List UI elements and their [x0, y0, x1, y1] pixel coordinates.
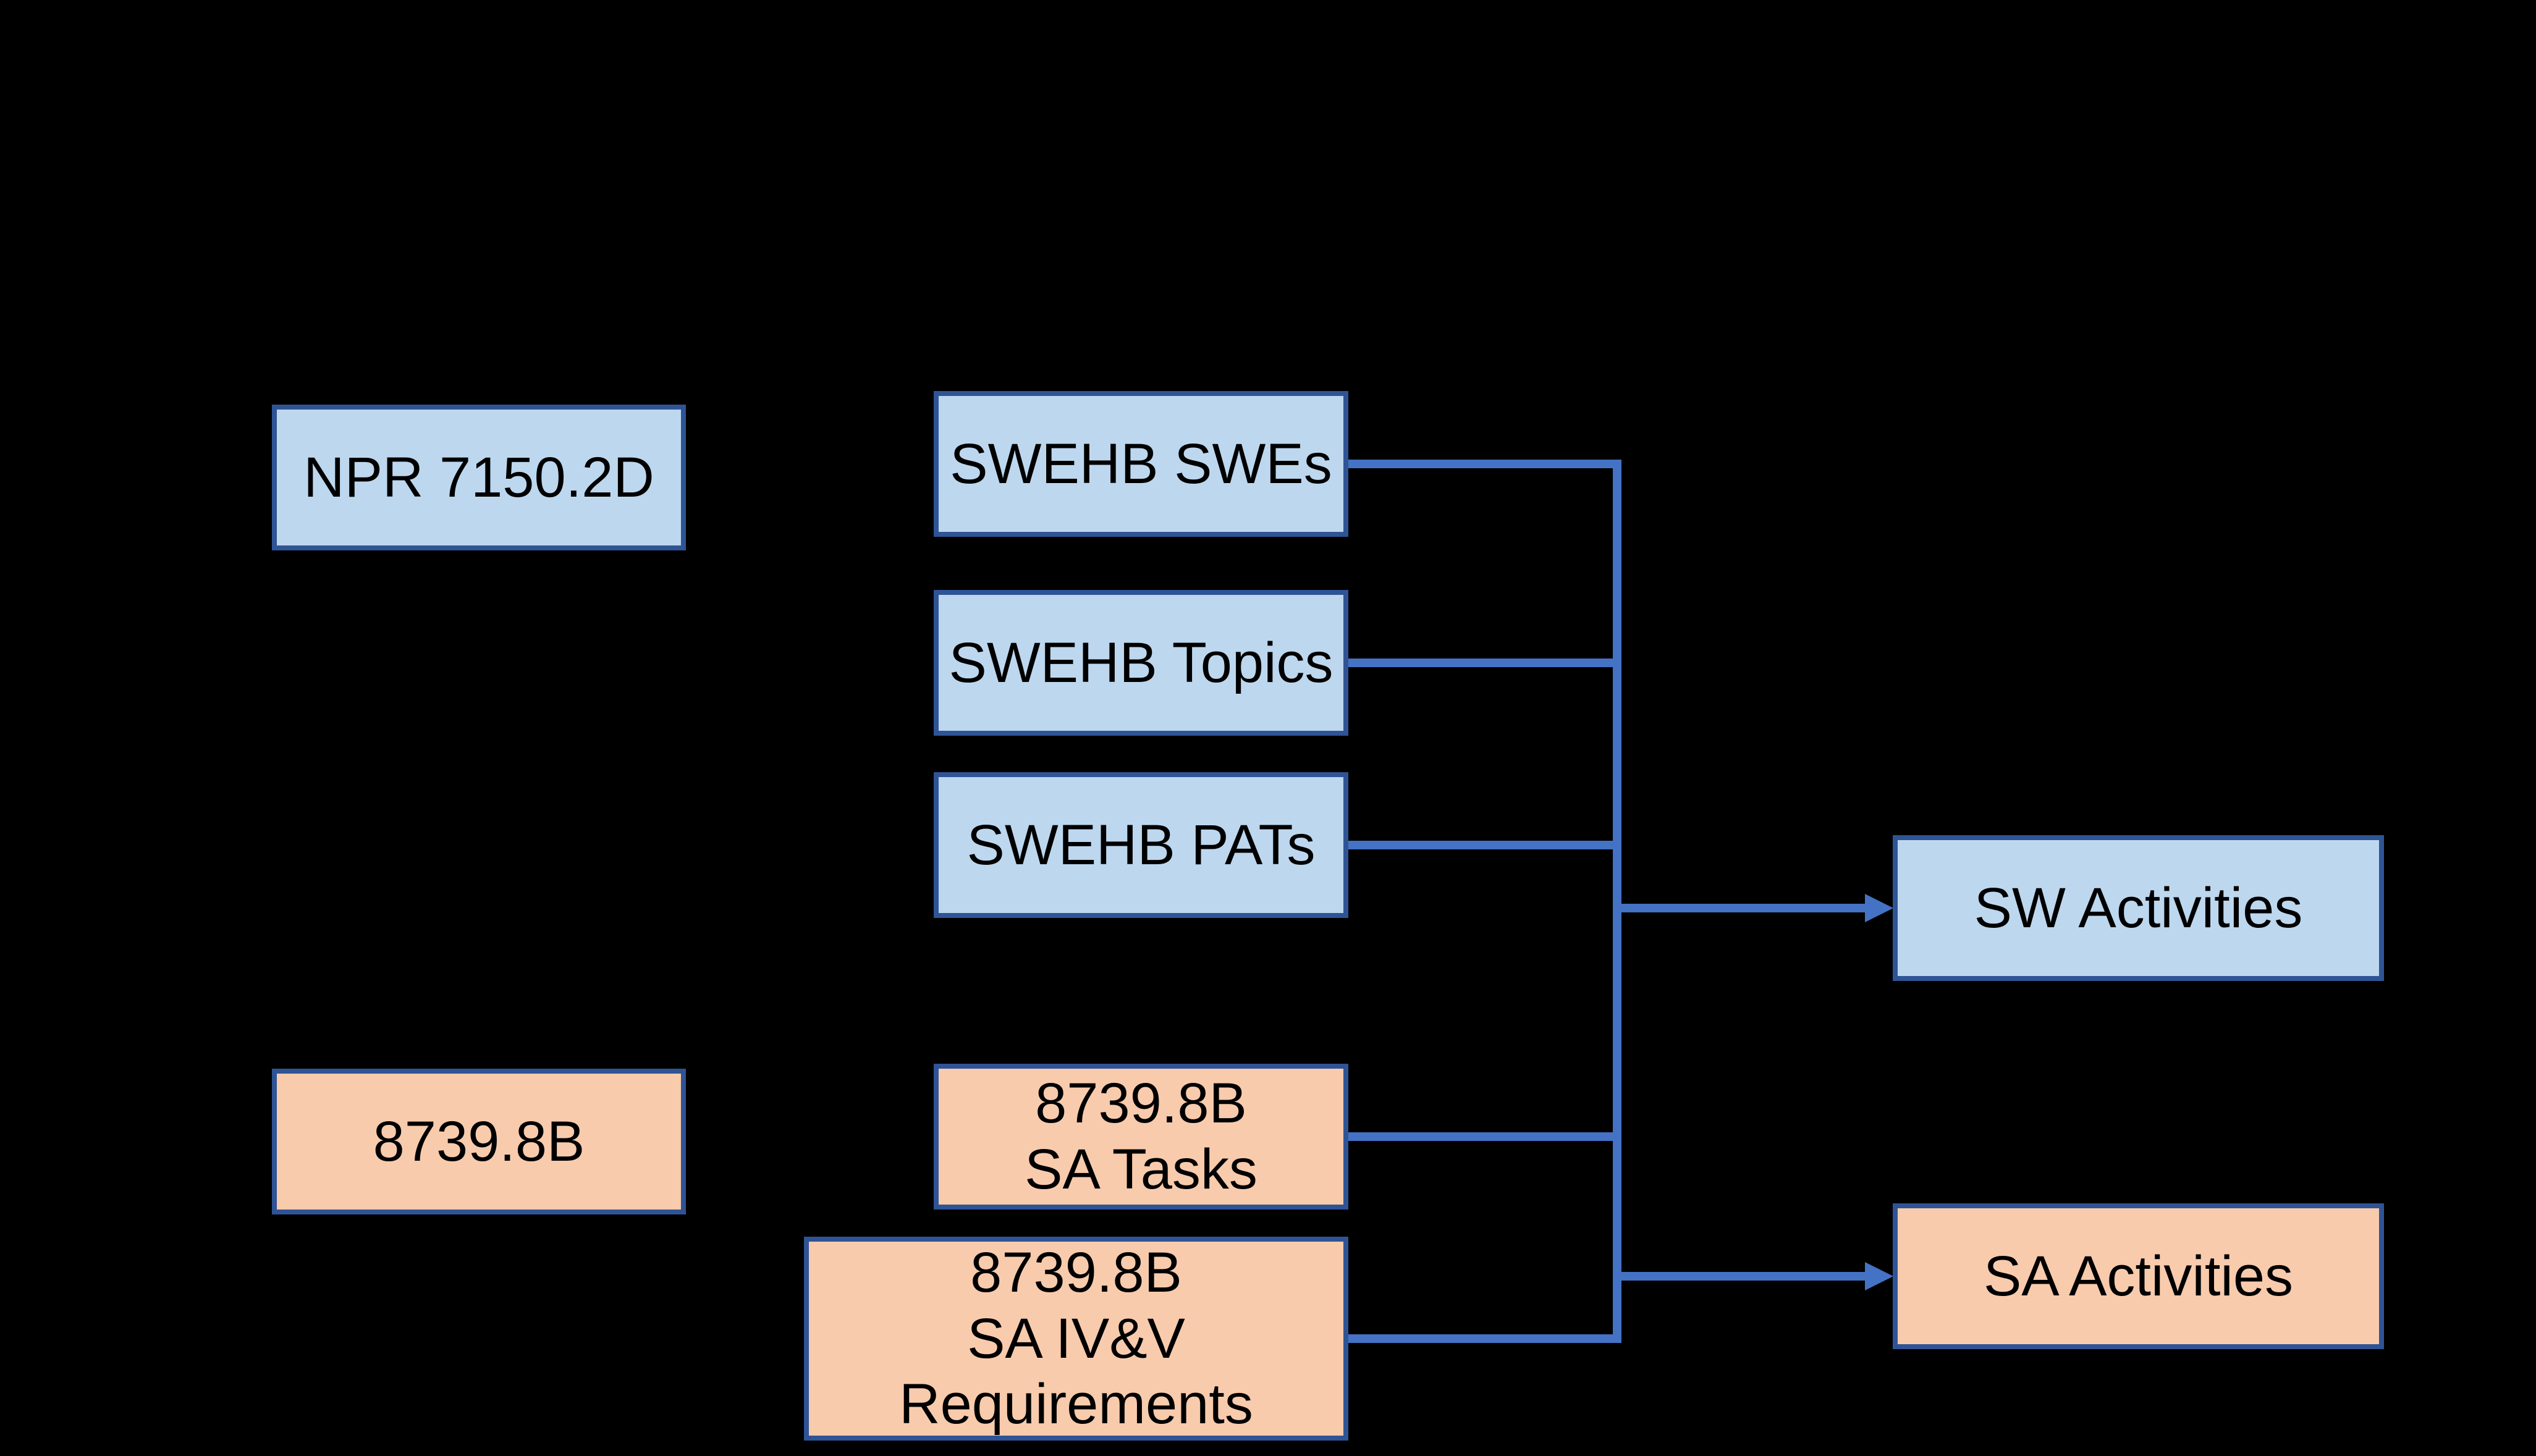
connector-sa-ivv-to-trunk [1348, 1334, 1621, 1343]
box-8739-8b: 8739.8B [272, 1069, 686, 1214]
box-sw-activities: SW Activities [1893, 835, 2384, 981]
box-label-line: SA Tasks [1025, 1138, 1257, 1201]
box-label: SW Activities [1974, 876, 2303, 940]
box-8739-8b-sa-tasks: 8739.8B SA Tasks [934, 1064, 1348, 1210]
box-label: 8739.8B [373, 1109, 585, 1173]
connector-swehb-topics-to-trunk [1348, 659, 1621, 667]
box-8739-8b-sa-ivv-requirements: 8739.8B SA IV&V Requirements [804, 1237, 1348, 1441]
box-swehb-topics: SWEHB Topics [934, 590, 1348, 736]
arrow-to-sw-activities [1617, 904, 1867, 912]
sw-arrowhead-icon [1865, 894, 1893, 922]
box-sa-activities: SA Activities [1893, 1203, 2384, 1349]
trunk-line [1613, 460, 1621, 1343]
box-npr-7150-2d: NPR 7150.2D [272, 405, 686, 550]
box-swehb-swes: SWEHB SWEs [934, 391, 1348, 537]
sa-arrowhead-icon [1865, 1262, 1893, 1290]
box-label: SA Activities [1983, 1244, 2294, 1308]
box-label: NPR 7150.2D [303, 445, 654, 509]
box-label: SWEHB PATs [966, 813, 1316, 877]
connector-swehb-pats-to-trunk [1348, 841, 1621, 849]
box-label-line: 8739.8B [970, 1240, 1182, 1304]
box-label: SWEHB SWEs [950, 432, 1332, 495]
box-label-line: Requirements [899, 1373, 1253, 1436]
box-label: SWEHB Topics [949, 631, 1334, 694]
box-label-line: SA IV&V [967, 1307, 1185, 1370]
box-swehb-pats: SWEHB PATs [934, 772, 1348, 918]
arrow-to-sa-activities [1617, 1272, 1867, 1281]
box-label-line: 8739.8B [1035, 1072, 1247, 1135]
connector-sa-tasks-to-trunk [1348, 1132, 1621, 1141]
connector-swehb-swes-to-trunk [1348, 460, 1621, 468]
